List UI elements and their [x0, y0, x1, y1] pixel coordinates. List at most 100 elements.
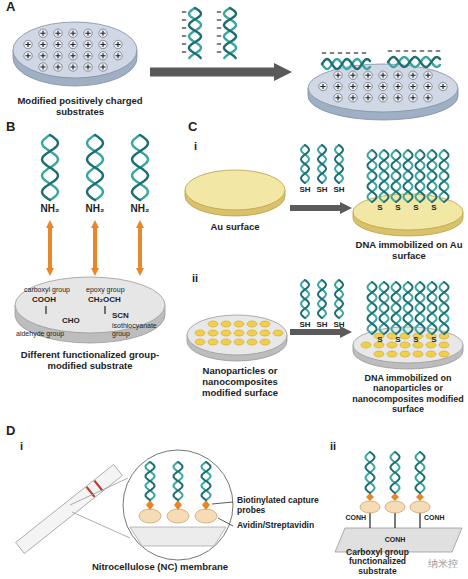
dna-strand: [416, 150, 425, 202]
dna-strand: [146, 462, 155, 500]
amide-bond: [394, 512, 395, 528]
plus-sign: [380, 84, 385, 89]
plus-sign: [350, 84, 355, 89]
plus-sign: [100, 31, 105, 36]
dna-strand: [87, 135, 103, 200]
minus-sign: [428, 50, 432, 51]
dna-strand: [416, 150, 425, 202]
plus-sign: [335, 95, 340, 100]
nanoparticle: [413, 351, 423, 357]
minus-sign: [338, 52, 342, 53]
nc-membrane: [130, 527, 226, 546]
minus-sign: [354, 52, 358, 53]
dna-strand: [391, 452, 400, 493]
minus-sign: [217, 51, 221, 52]
plus-sign: [335, 73, 340, 78]
plus-sign: [55, 42, 60, 47]
minus-sign: [362, 52, 366, 53]
text-label: CH₂OCH: [88, 295, 132, 304]
dna-strand: [301, 145, 309, 183]
charge-circle: [379, 71, 387, 79]
charge-circle: [99, 29, 107, 37]
nanoparticle: [234, 330, 244, 336]
nanoparticle: [221, 321, 231, 327]
charge-circle: [379, 94, 387, 102]
charge-circle: [424, 94, 432, 102]
charge-circle: [409, 71, 417, 79]
nanoparticle: [387, 351, 397, 357]
text-label: carboxyl group: [24, 286, 86, 294]
amide-bond: [419, 512, 420, 528]
plus-sign: [25, 42, 30, 47]
zoom-line: [72, 512, 130, 538]
minus-sign: [404, 50, 408, 51]
plus-sign: [85, 31, 90, 36]
nanoparticle: [208, 339, 218, 345]
nanoparticle: [247, 339, 257, 345]
plus-sign: [410, 73, 415, 78]
plus-sign: [425, 95, 430, 100]
dna-strand: [404, 150, 413, 202]
avidin: [360, 501, 380, 513]
nanoparticle: [247, 321, 257, 327]
substrate-top: [308, 64, 458, 112]
plus-sign: [55, 64, 60, 69]
dna-strand: [428, 150, 437, 202]
nanoparticle: [400, 342, 410, 348]
dna-strand: [174, 462, 183, 500]
dna-strand: [132, 135, 148, 200]
text-label: S: [374, 335, 386, 344]
group-stick: [45, 306, 46, 314]
charge-circle: [84, 52, 92, 60]
text-label: DNA immobilized on Au surface: [355, 240, 463, 262]
charge-circle: [394, 82, 402, 90]
nanoparticle: [439, 351, 449, 357]
dna-strand: [335, 145, 343, 183]
substrate-top: [185, 170, 285, 210]
dna-strand: [189, 8, 201, 58]
plus-sign: [100, 42, 105, 47]
plus-sign: [395, 84, 400, 89]
plus-sign: [395, 73, 400, 78]
text-label: SCN: [112, 311, 138, 320]
dna-strand: [392, 282, 401, 334]
group-stick: [104, 306, 105, 314]
text-label: COOH: [32, 295, 66, 304]
charge-circle: [69, 63, 77, 71]
text-label: Biotinylated capture probes: [237, 496, 337, 516]
plus-sign: [365, 84, 370, 89]
text-label: SH: [295, 185, 315, 194]
text-label: SH: [312, 185, 332, 194]
plus-sign: [365, 73, 370, 78]
text-label: Avidin/Streptavidin: [237, 521, 337, 531]
charge-circle: [114, 40, 122, 48]
plus-sign: [70, 64, 75, 69]
dna-strand: [368, 150, 377, 202]
avidin: [195, 509, 217, 523]
text-label: S: [392, 335, 404, 344]
charge-circle: [439, 82, 447, 90]
plus-sign: [40, 64, 45, 69]
text-label: S: [374, 203, 386, 212]
text-label: S: [428, 335, 440, 344]
charge-circle: [39, 52, 47, 60]
plus-sign: [55, 53, 60, 58]
minus-sign: [346, 52, 350, 53]
dna-strand: [189, 8, 201, 58]
dna-strand: [416, 452, 425, 493]
substrate-top: [13, 22, 137, 78]
panel-letter: ii: [330, 440, 346, 453]
plus-sign: [380, 95, 385, 100]
dna-strand: [366, 452, 375, 493]
dna-strand: [202, 462, 211, 500]
minus-sign: [322, 52, 326, 53]
minus-sign: [217, 27, 221, 28]
plus-sign: [40, 42, 45, 47]
nanoparticle: [260, 339, 270, 345]
minus-sign: [182, 43, 186, 44]
text-label: S: [428, 203, 440, 212]
dna-strand: [301, 280, 309, 318]
charge-circle: [84, 29, 92, 37]
leader-line: [218, 518, 233, 526]
panel-letter: C: [188, 120, 204, 135]
